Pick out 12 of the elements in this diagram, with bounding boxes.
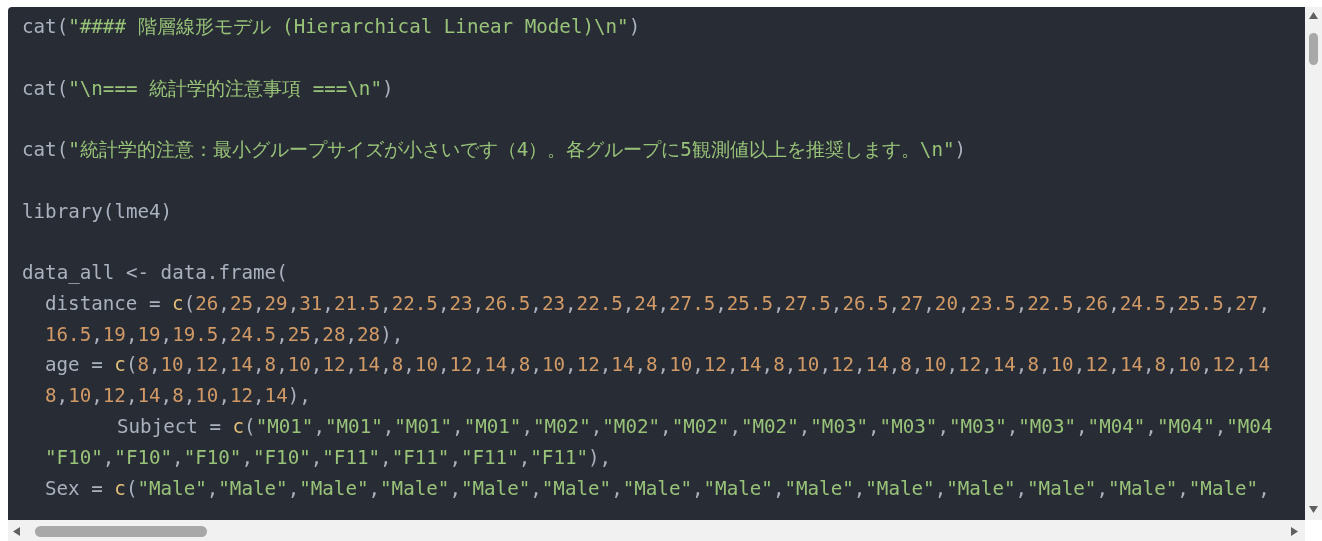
code-line: distance = c(26,25,29,31,21.5,22.5,23,26.5,23,22.5,24,27.5,25.5,27.5,26.5,27,20,23.5,22.5,26,24.5,25.5,27, xyxy=(45,291,1270,317)
code-line: age = c(8,10,12,14,8,10,12,14,8,10,12,14,8,10,12,14,8,10,12,14,8,10,12,14,8,10,12,14,8,10,12,14,8,10,12,14 xyxy=(45,352,1271,378)
code-line: data_all <- data.frame( xyxy=(22,260,288,286)
code-line: Subject = c("M01","M01","M01","M01","M02","M02","M02","M02","M03","M03","M03","M03","M04","M04","M04 xyxy=(117,414,1273,440)
code-line: cat("統計学的注意：最小グループサイズが小さいです（4）。各グループに5観測値以上を推奨します。\n") xyxy=(22,137,967,163)
code-line: cat("\n=== 統計学的注意事項 ===\n") xyxy=(22,76,394,102)
code-line: Sex = c("Male","Male","Male","Male","Male","Male","Male","Male","Male","Male","Male","Male","Male","Male", xyxy=(45,476,1270,502)
code-line: "F10","F10","F10","F10","F11","F11","F11","F11"), xyxy=(45,445,612,471)
code-line: library(lme4) xyxy=(22,199,173,225)
code-line: 16.5,19,19,19.5,24.5,25,28,28), xyxy=(45,322,404,348)
code-line: cat("#### 階層線形モデル (Hierarchical Linear Model)\n") xyxy=(22,14,641,40)
code-line: 8,10,12,14,8,10,12,14), xyxy=(45,383,311,409)
